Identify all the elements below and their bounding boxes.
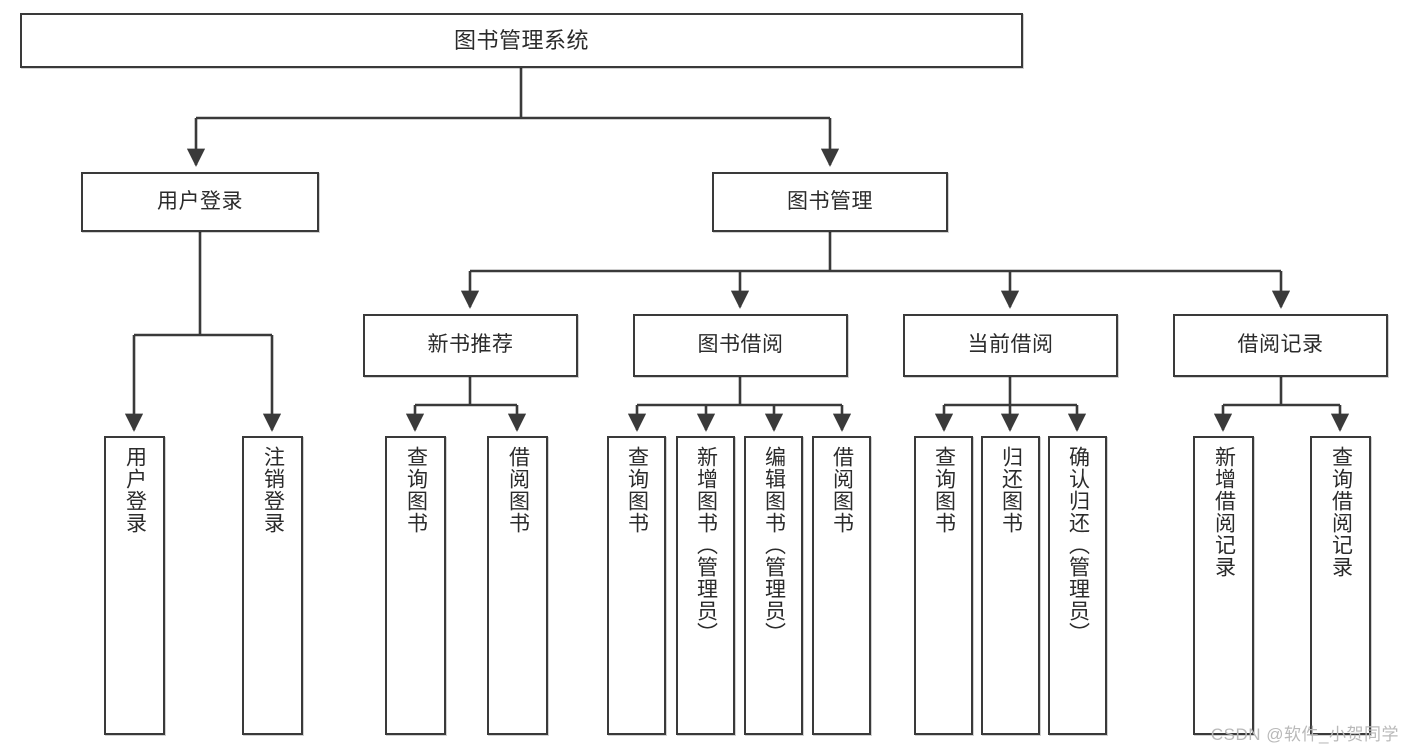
node-leaf-confirm-return[interactable]: 确认归还（管理员） — [1048, 436, 1107, 735]
node-leaf-query-book-1[interactable]: 查询图书 — [385, 436, 446, 735]
node-leaf-user-logout[interactable]: 注销登录 — [242, 436, 303, 735]
node-label: 图书借阅 — [697, 333, 784, 357]
node-label: 用户登录 — [157, 189, 243, 213]
node-book-manage[interactable]: 图书管理 — [712, 172, 948, 232]
node-label: 查询借阅记录 — [1329, 446, 1353, 578]
node-label: 新增图书（管理员） — [694, 446, 718, 644]
node-label: 借阅图书 — [830, 446, 854, 534]
node-leaf-borrow-book-2[interactable]: 借阅图书 — [812, 436, 871, 735]
node-label: 借阅图书 — [506, 446, 530, 534]
node-label: 编辑图书（管理员） — [762, 446, 786, 644]
node-leaf-add-record[interactable]: 新增借阅记录 — [1193, 436, 1254, 735]
node-label: 归还图书 — [999, 446, 1023, 534]
node-label: 确认归还（管理员） — [1066, 446, 1090, 644]
node-borrow-record[interactable]: 借阅记录 — [1173, 314, 1388, 377]
node-label: 查询图书 — [932, 446, 956, 534]
node-new-book-rec[interactable]: 新书推荐 — [363, 314, 578, 377]
node-leaf-edit-book[interactable]: 编辑图书（管理员） — [744, 436, 803, 735]
node-user-login[interactable]: 用户登录 — [81, 172, 319, 232]
node-leaf-add-book[interactable]: 新增图书（管理员） — [676, 436, 735, 735]
node-root-system[interactable]: 图书管理系统 — [20, 13, 1023, 68]
node-current-borrow[interactable]: 当前借阅 — [903, 314, 1118, 377]
node-leaf-return-book[interactable]: 归还图书 — [981, 436, 1040, 735]
node-label: 图书管理 — [787, 189, 873, 213]
node-label: 查询图书 — [404, 446, 428, 534]
node-leaf-borrow-book-1[interactable]: 借阅图书 — [487, 436, 548, 735]
node-leaf-user-login[interactable]: 用户登录 — [104, 436, 165, 735]
node-leaf-query-book-3[interactable]: 查询图书 — [914, 436, 973, 735]
node-leaf-query-record[interactable]: 查询借阅记录 — [1310, 436, 1371, 735]
node-label: 借阅记录 — [1237, 333, 1324, 357]
node-label: 新书推荐 — [427, 333, 514, 357]
watermark-text: CSDN @软件_小贺同学 — [1210, 725, 1399, 744]
node-label: 注销登录 — [261, 446, 285, 534]
node-book-borrow[interactable]: 图书借阅 — [633, 314, 848, 377]
node-label: 查询图书 — [625, 446, 649, 534]
node-leaf-query-book-2[interactable]: 查询图书 — [607, 436, 666, 735]
node-label: 当前借阅 — [967, 333, 1054, 357]
node-label: 新增借阅记录 — [1212, 446, 1236, 578]
node-label: 用户登录 — [123, 446, 147, 534]
node-label: 图书管理系统 — [453, 27, 589, 53]
